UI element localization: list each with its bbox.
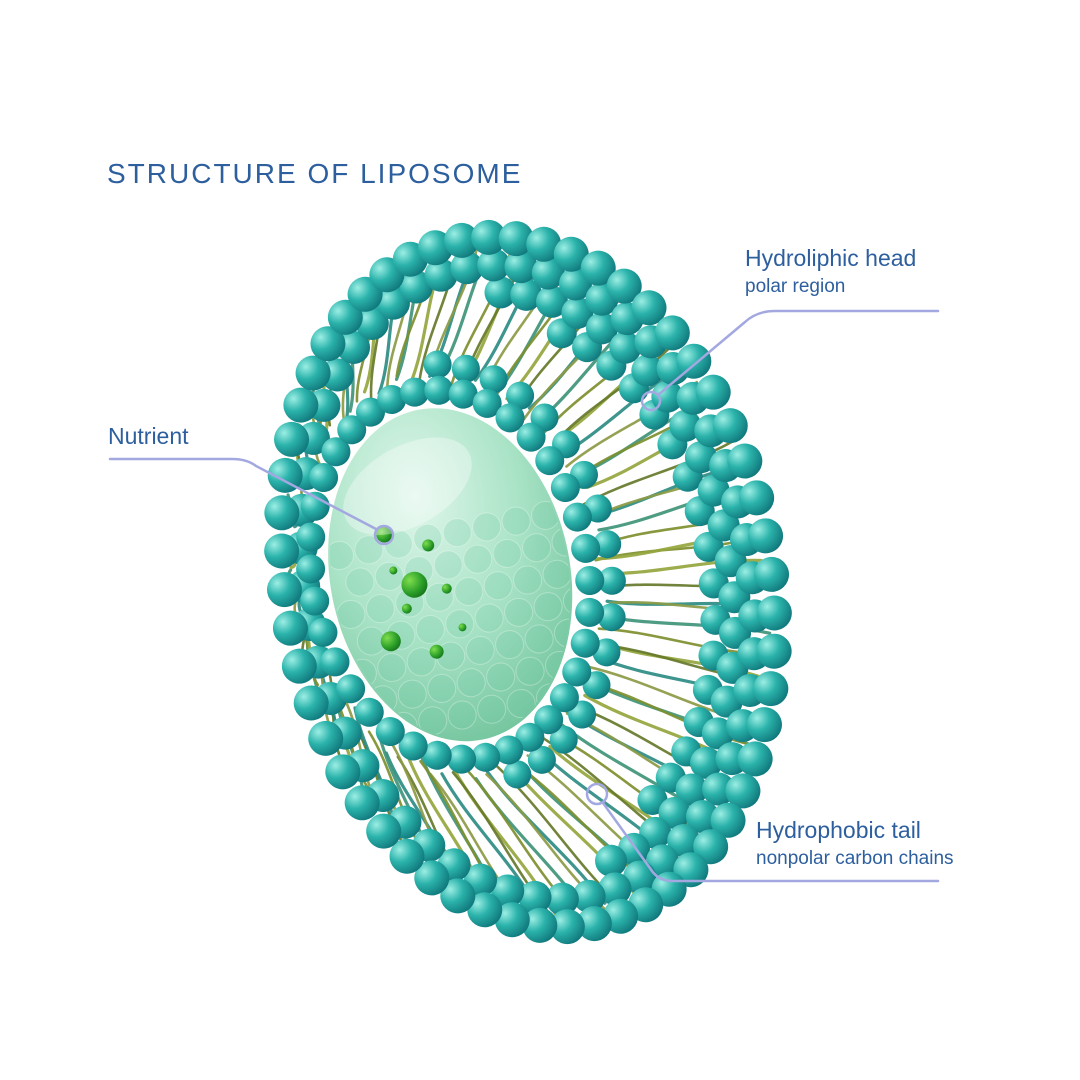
head-annotation: Hydroliphic head polar region (745, 244, 916, 299)
tail-marker-circle (585, 782, 609, 806)
liposome-art (264, 219, 792, 945)
label-nonpolar-carbon-chains: nonpolar carbon chains (756, 848, 954, 869)
head-leader-line (656, 309, 940, 397)
nutrient-leader-line (108, 457, 378, 531)
head-marker-circle (640, 390, 662, 412)
label-hydrophobic-tail: Hydrophobic tail (756, 817, 921, 843)
label-hydrophilic-head: Hydroliphic head (745, 245, 917, 271)
label-nutrient: Nutrient (108, 423, 189, 449)
nutrient-marker-circle (373, 524, 395, 546)
tail-annotation: Hydrophobic tail nonpolar carbon chains (756, 816, 954, 871)
label-polar-region: polar region (745, 276, 846, 297)
tail-leader-line (601, 801, 940, 883)
page-title: STRUCTURE OF LIPOSOME (107, 158, 523, 189)
nutrient-annotation: Nutrient (108, 422, 189, 450)
